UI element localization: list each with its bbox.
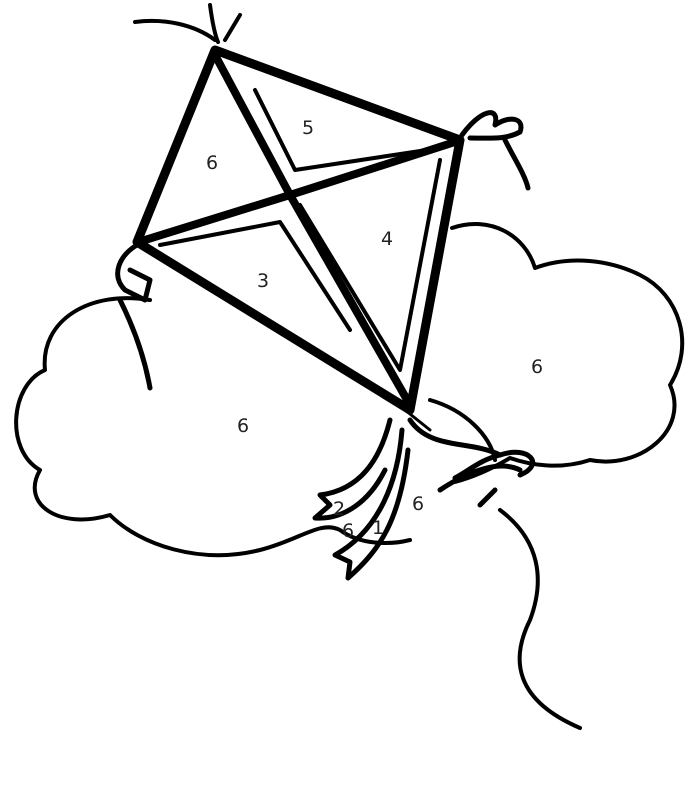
region-number: 2 [333, 498, 345, 520]
region-number: 6 [531, 356, 543, 378]
kite-inner-line [298, 158, 442, 372]
tail-ribbon [332, 427, 411, 581]
tail-ribbon [312, 417, 393, 521]
region-number: 6 [237, 415, 249, 437]
kite-inner-line [253, 88, 442, 172]
right-cloud [450, 222, 685, 484]
right-knot [459, 110, 531, 191]
region-number: 3 [257, 270, 269, 292]
left-cloud [14, 296, 412, 558]
kite-inner-line [158, 220, 352, 332]
region-number: 4 [381, 228, 393, 250]
region-number: 5 [302, 117, 314, 139]
tail-bow [407, 417, 535, 508]
region-number: 1 [372, 517, 384, 539]
region-number: 6 [206, 152, 218, 174]
left-knot [115, 242, 153, 391]
string-tip [403, 408, 432, 432]
kite-string [498, 508, 582, 730]
kite-horizontal-spar [141, 138, 459, 244]
region-numbers: 5 6 4 3 6 6 2 6 1 6 [206, 117, 543, 542]
kite-frame [132, 45, 465, 415]
top-knot [133, 3, 242, 44]
region-number: 6 [412, 493, 424, 515]
region-number: 6 [342, 520, 354, 542]
